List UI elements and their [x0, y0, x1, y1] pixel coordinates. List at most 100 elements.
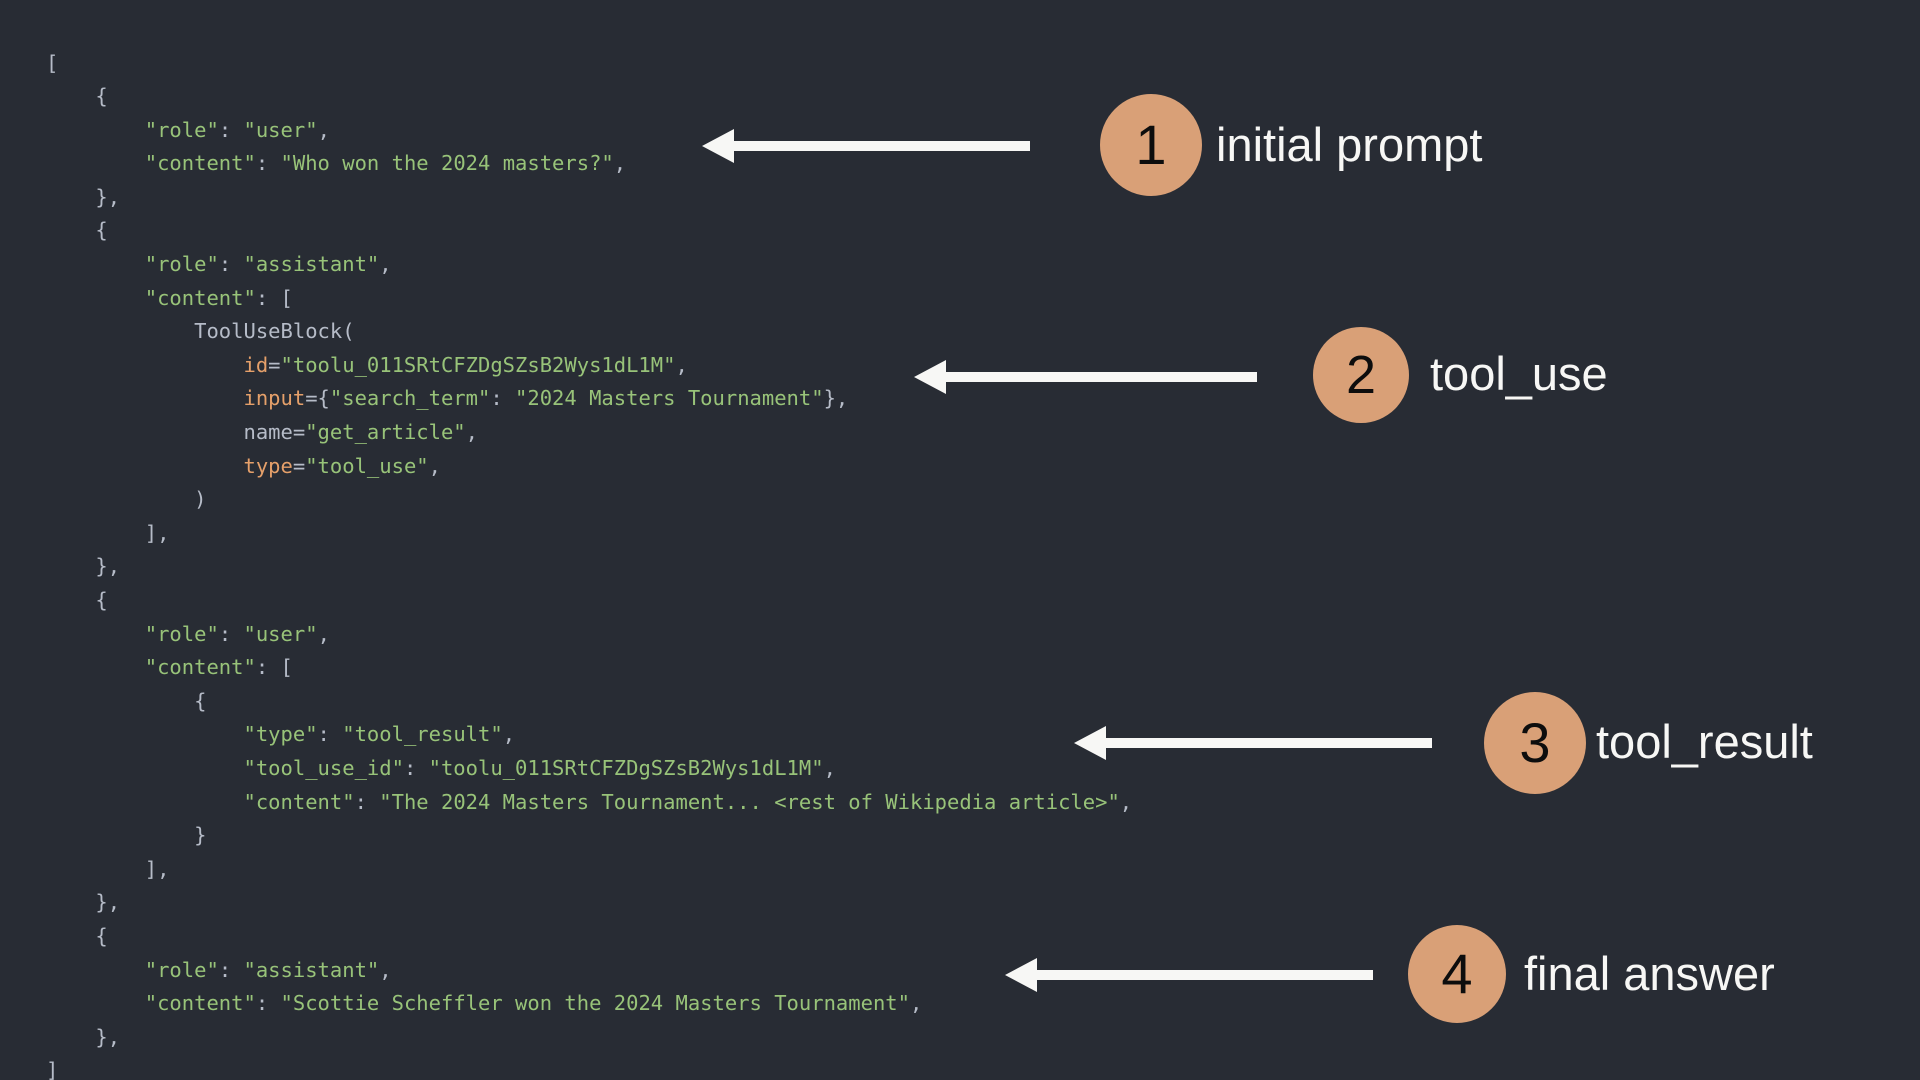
code-token: : [	[255, 285, 293, 310]
code-line-30: },	[46, 1021, 1132, 1055]
code-token: "The 2024 Masters Tournament... <rest of…	[379, 789, 1120, 814]
code-line-3: "role": "user",	[46, 114, 1132, 148]
code-token: ,	[675, 352, 688, 377]
code-token: ,	[613, 151, 627, 176]
code-token	[46, 958, 145, 982]
code-token: ,	[909, 991, 923, 1016]
callout-badge-4-number: 4	[1441, 942, 1473, 1005]
code-line-31: ]	[46, 1054, 1132, 1080]
callout-badge-4: 4	[1408, 925, 1506, 1023]
code-line-16: },	[46, 550, 1132, 584]
callout-label-4: final answer	[1524, 947, 1775, 1000]
code-token: ToolUseBlock(	[194, 319, 355, 344]
code-line-9: ToolUseBlock(	[46, 315, 1132, 349]
code-token: "tool_use"	[305, 453, 429, 478]
code-token: "role"	[144, 252, 219, 277]
callout-label-1: initial prompt	[1216, 118, 1483, 171]
code-line-6: {	[46, 214, 1132, 248]
code-token: },	[46, 890, 121, 915]
code-token: =	[292, 453, 306, 478]
code-line-4: "content": "Who won the 2024 masters?",	[46, 147, 1132, 181]
code-token: },	[46, 184, 121, 209]
code-token: "toolu_011SRtCFZDgSZsB2Wys1dL1M"	[280, 352, 676, 377]
code-token: input	[243, 386, 306, 411]
code-token: ,	[428, 453, 441, 478]
code-line-19: "content": [	[46, 651, 1132, 685]
code-token: {	[46, 923, 108, 948]
code-line-10: id="toolu_011SRtCFZDgSZsB2Wys1dL1M",	[46, 349, 1132, 383]
code-token: "tool_result"	[342, 722, 503, 747]
code-token: "search_term"	[329, 386, 491, 411]
code-token: "toolu_011SRtCFZDgSZsB2Wys1dL1M"	[428, 755, 824, 780]
code-token: :	[218, 117, 244, 142]
code-token: ],	[46, 856, 170, 881]
code-token: "Who won the 2024 masters?"	[280, 151, 614, 176]
code-token: "role"	[144, 621, 219, 646]
code-token	[46, 454, 243, 478]
callout-badge-3-number: 3	[1519, 711, 1551, 774]
code-token: =	[268, 352, 281, 377]
code-token: ,	[502, 722, 516, 747]
code-line-21: "type": "tool_result",	[46, 718, 1132, 752]
code-token: id	[243, 352, 269, 377]
code-token: {	[46, 218, 108, 243]
code-token: {	[46, 84, 108, 109]
code-token: ],	[46, 520, 170, 545]
code-token	[46, 655, 145, 679]
code-token: "2024 Masters Tournament"	[515, 386, 824, 411]
code-token: "type"	[243, 722, 318, 747]
code-token: =	[292, 420, 306, 445]
code-token: :	[354, 789, 380, 814]
code-token: "content"	[144, 991, 256, 1016]
code-token: ]	[46, 1058, 59, 1080]
code-token: ,	[465, 420, 478, 445]
code-line-5: },	[46, 181, 1132, 215]
code-line-22: "tool_use_id": "toolu_011SRtCFZDgSZsB2Wy…	[46, 752, 1132, 786]
conversation-json-code-block: [ { "role": "user", "content": "Who won …	[46, 47, 1132, 1080]
code-token	[46, 756, 243, 780]
code-token: :	[490, 386, 516, 411]
code-token: ,	[317, 117, 330, 142]
code-token: ,	[317, 621, 330, 646]
code-token: "user"	[243, 621, 318, 646]
code-token: "Scottie Scheffler won the 2024 Masters …	[280, 991, 910, 1016]
code-line-27: {	[46, 920, 1132, 954]
code-token: },	[46, 554, 121, 579]
callout-badge-2: 2	[1313, 327, 1409, 423]
code-line-11: input={"search_term": "2024 Masters Tour…	[46, 382, 1132, 416]
code-token: "content"	[243, 789, 355, 814]
code-line-28: "role": "assistant",	[46, 954, 1132, 988]
code-token: },	[823, 386, 849, 411]
code-token: "content"	[144, 285, 256, 310]
code-line-18: "role": "user",	[46, 618, 1132, 652]
code-token	[46, 991, 145, 1015]
code-token	[46, 790, 243, 814]
callout-arrow-4	[1003, 955, 1373, 995]
code-token: "content"	[144, 151, 256, 176]
code-token: "content"	[144, 655, 256, 680]
callout-badge-3: 3	[1484, 692, 1586, 794]
code-token	[46, 151, 145, 175]
code-token: "role"	[144, 117, 219, 142]
code-token: :	[255, 991, 281, 1016]
callout-arrow-3	[1072, 723, 1432, 763]
code-line-8: "content": [	[46, 282, 1132, 316]
code-token: name	[243, 420, 293, 445]
code-token: )	[46, 487, 207, 512]
code-token: :	[218, 621, 244, 646]
code-token: ,	[379, 252, 392, 277]
code-token: "assistant"	[243, 252, 380, 277]
callout-arrow-1	[700, 126, 1030, 166]
code-token	[46, 252, 145, 276]
code-token: ={	[305, 386, 330, 411]
code-line-1: [	[46, 47, 1132, 81]
code-line-20: {	[46, 685, 1132, 719]
code-token: type	[243, 453, 293, 478]
code-token: }	[46, 823, 207, 848]
code-token: :	[218, 252, 244, 277]
code-token	[46, 118, 145, 142]
callout-label-3: tool_result	[1596, 715, 1813, 768]
callout-badge-1-number: 1	[1135, 113, 1167, 176]
code-line-7: "role": "assistant",	[46, 248, 1132, 282]
code-token: ,	[1119, 789, 1133, 814]
